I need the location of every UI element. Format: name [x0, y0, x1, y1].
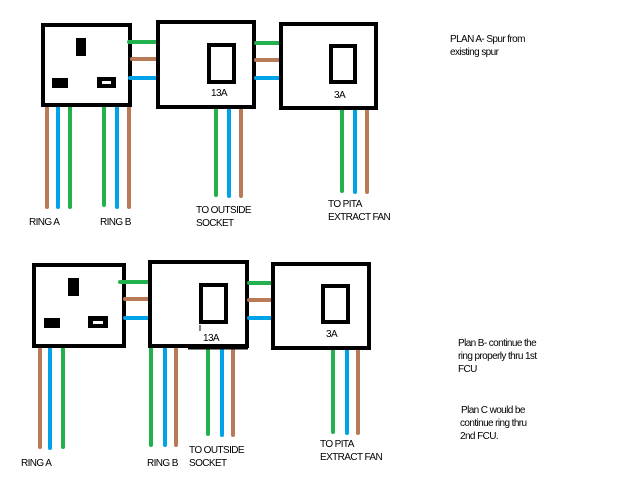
fcu-switch: [321, 284, 350, 324]
ring-b-cable: [149, 345, 178, 447]
fcu-rating-label: 13A: [211, 88, 228, 99]
neutral-pin-slot: [44, 318, 60, 328]
extract-fan-label: EXTRACT FAN: [328, 212, 390, 223]
ring-a-label: RING A: [29, 217, 60, 228]
extract-fan-label: EXTRACT FAN: [320, 452, 382, 463]
extract-fan-cable: [340, 106, 369, 194]
outside-socket-cable: [214, 106, 243, 198]
outside-socket-cable: [206, 346, 235, 437]
fcu-13a: [156, 20, 256, 109]
extract-fan-cable: [331, 347, 360, 435]
fcu-rating-label: 3A: [334, 90, 346, 101]
plan-c-note: continue ring thru: [460, 418, 527, 429]
fcu-3a: [279, 22, 378, 110]
fcu-rating-label: 13A: [203, 333, 220, 344]
plan-a-diagram: 13A 3A RING A RING B TO OUTSIDE SOCKET T…: [29, 20, 526, 229]
ring-a-label: RING A: [21, 458, 52, 469]
outside-socket-label: TO OUTSIDE: [189, 445, 245, 456]
plan-a-note: PLAN A- Spur from: [450, 34, 525, 45]
fcu-switch: [207, 43, 236, 84]
plan-b-note: ring properly thru 1st: [458, 351, 537, 362]
fcu-switch: [329, 44, 357, 84]
fcu-13a: [148, 260, 249, 348]
ring-a-cable: [38, 340, 65, 450]
plan-a-note: existing spur: [450, 47, 500, 58]
double-socket: [41, 23, 132, 107]
plan-b-note: Plan B- continue the: [458, 338, 537, 349]
neutral-pin-slot: [52, 78, 68, 88]
extract-fan-label: TO PITA: [328, 199, 363, 210]
double-socket: [32, 263, 126, 348]
plan-b-note: FCU: [458, 364, 477, 375]
fcu-switch: [199, 283, 228, 324]
live-pin-slot-inner: [93, 321, 103, 324]
ring-b-cable: [102, 100, 131, 209]
outside-socket-label: SOCKET: [189, 458, 227, 469]
outside-socket-label: TO OUTSIDE: [196, 205, 252, 216]
ring-b-label: RING B: [147, 458, 179, 469]
extract-fan-label: TO PITA: [320, 439, 355, 450]
fcu-rating-label: 3A: [326, 329, 338, 340]
plan-c-note: Plan C would be: [461, 405, 526, 416]
ring-a-cable: [45, 100, 72, 209]
plan-c-note: 2nd FCU.: [460, 431, 498, 442]
live-pin-slot-inner: [102, 81, 111, 84]
ring-b-label: RING B: [100, 217, 132, 228]
outside-socket-label: SOCKET: [196, 218, 234, 229]
earth-pin-slot: [68, 278, 79, 296]
plan-b-diagram: 13A 3A RING A RING B TO OUTSIDE SOCKET T…: [21, 260, 538, 469]
earth-pin-slot: [76, 38, 86, 56]
